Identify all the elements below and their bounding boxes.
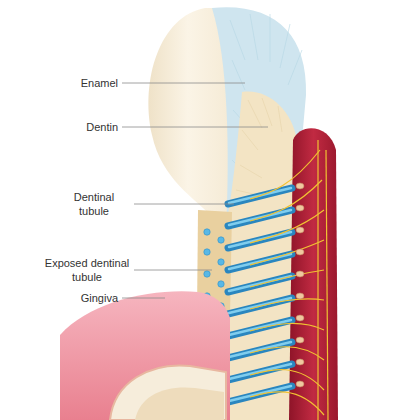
- part-label: Dentin: [40, 120, 118, 134]
- part-label: Enamel: [40, 76, 118, 90]
- part-label: Gingiva: [40, 291, 118, 305]
- leader-lines: [122, 83, 268, 298]
- part-label: Exposed dentinal tubule: [44, 256, 130, 284]
- part-label: Dentinal tubule: [58, 190, 130, 218]
